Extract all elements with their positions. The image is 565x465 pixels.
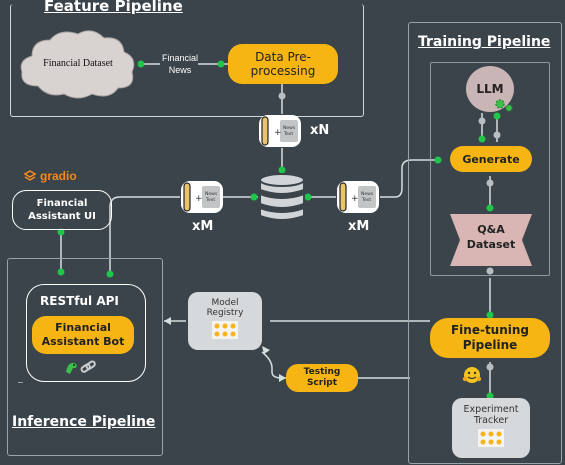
document-card-left: + News Text bbox=[181, 181, 223, 213]
qa-line2: Dataset bbox=[466, 238, 516, 251]
svg-text:News: News bbox=[205, 191, 218, 197]
parrot-chain-icons bbox=[66, 360, 96, 374]
training-pipeline-title: Training Pipeline bbox=[414, 34, 555, 50]
svg-text:Text: Text bbox=[361, 197, 371, 203]
llm-label: LLM bbox=[476, 82, 504, 96]
bot-line1: Financial bbox=[55, 321, 111, 334]
tracker-grid-icon bbox=[478, 429, 504, 447]
edge-leftdoc-api bbox=[109, 196, 180, 272]
cloud-icon bbox=[20, 30, 135, 99]
document-card-right: + News Text bbox=[337, 181, 379, 213]
restful-api-label: RESTful API bbox=[40, 294, 119, 308]
edge-rightdoc-generate bbox=[380, 159, 440, 198]
edge-label-line2: News bbox=[168, 65, 192, 75]
finetune-line2: Pipeline bbox=[462, 338, 518, 352]
model-registry-node: Model Registry bbox=[188, 292, 262, 350]
financial-assistant-ui: Financial Assistant UI bbox=[12, 190, 112, 230]
feature-pipeline-title: Feature Pipeline bbox=[40, 0, 187, 15]
parrot-icon bbox=[66, 362, 77, 374]
small-dash bbox=[18, 382, 23, 383]
multiplier-right: xM bbox=[348, 219, 370, 234]
testing-line1: Testing bbox=[303, 367, 341, 377]
bot-line2: Assistant Bot bbox=[41, 335, 125, 348]
generate-node: Generate bbox=[450, 146, 532, 172]
restful-api-container bbox=[26, 284, 146, 382]
registry-line1: Model bbox=[211, 298, 239, 308]
testing-script-node: Testing Script bbox=[286, 364, 358, 392]
gradio-logo-text: gradio bbox=[40, 169, 77, 183]
edge-label-financial-news: Financial News bbox=[160, 52, 200, 76]
llm-subsection bbox=[430, 62, 550, 276]
svg-text:+: + bbox=[195, 194, 203, 204]
tracker-line1: Experiment bbox=[463, 404, 519, 415]
finetuning-pipeline-node: Fine-tuning Pipeline bbox=[430, 318, 550, 358]
qa-dataset-node: Q&A Dataset bbox=[450, 222, 532, 252]
database-icon bbox=[259, 173, 305, 221]
feature-pipeline-section bbox=[10, 4, 364, 117]
svg-text:News: News bbox=[283, 125, 296, 131]
gear-icon bbox=[495, 99, 513, 112]
ui-line1: Financial bbox=[36, 198, 88, 209]
hugging-face-icon bbox=[462, 367, 482, 383]
cloud-label: Financial Dataset bbox=[43, 58, 113, 69]
svg-text:News: News bbox=[361, 191, 374, 197]
training-pipeline-section bbox=[408, 22, 562, 464]
multiplier-left: xM bbox=[192, 219, 214, 234]
data-preprocessing-node: Data Pre-processing bbox=[228, 44, 338, 84]
hugging-face-grid-icon bbox=[212, 321, 238, 339]
qa-dataset-shape bbox=[450, 214, 532, 266]
chain-link-icon bbox=[80, 360, 96, 373]
document-card-top: + News Text bbox=[259, 115, 301, 147]
edge-registry-testing bbox=[261, 351, 286, 379]
testing-line2: Script bbox=[306, 378, 338, 388]
inference-pipeline-section bbox=[7, 258, 163, 456]
svg-text:Text: Text bbox=[283, 131, 293, 137]
tracker-line2: Tracker bbox=[473, 415, 509, 426]
multiplier-top: xN bbox=[310, 123, 330, 138]
ui-line2: Assistant UI bbox=[28, 211, 96, 222]
inference-pipeline-title: Inference Pipeline bbox=[8, 414, 160, 430]
gradio-logo: gradio bbox=[24, 169, 77, 183]
svg-text:+: + bbox=[351, 194, 359, 204]
experiment-tracker-node: Experiment Tracker bbox=[452, 398, 530, 458]
llm-node: LLM bbox=[466, 66, 514, 112]
gradio-logo-icon bbox=[24, 170, 36, 181]
svg-text:Text: Text bbox=[205, 197, 215, 203]
svg-text:+: + bbox=[274, 128, 282, 138]
edge-label-line1: Financial bbox=[161, 53, 199, 63]
arrowhead-testing bbox=[279, 374, 286, 382]
qa-line1: Q&A bbox=[477, 223, 505, 236]
arrowhead-registry bbox=[262, 346, 270, 354]
registry-line2: Registry bbox=[206, 308, 244, 318]
financial-assistant-bot: Financial Assistant Bot bbox=[32, 316, 134, 354]
finetune-line1: Fine-tuning bbox=[450, 323, 530, 337]
arrowhead-inference bbox=[164, 317, 171, 325]
